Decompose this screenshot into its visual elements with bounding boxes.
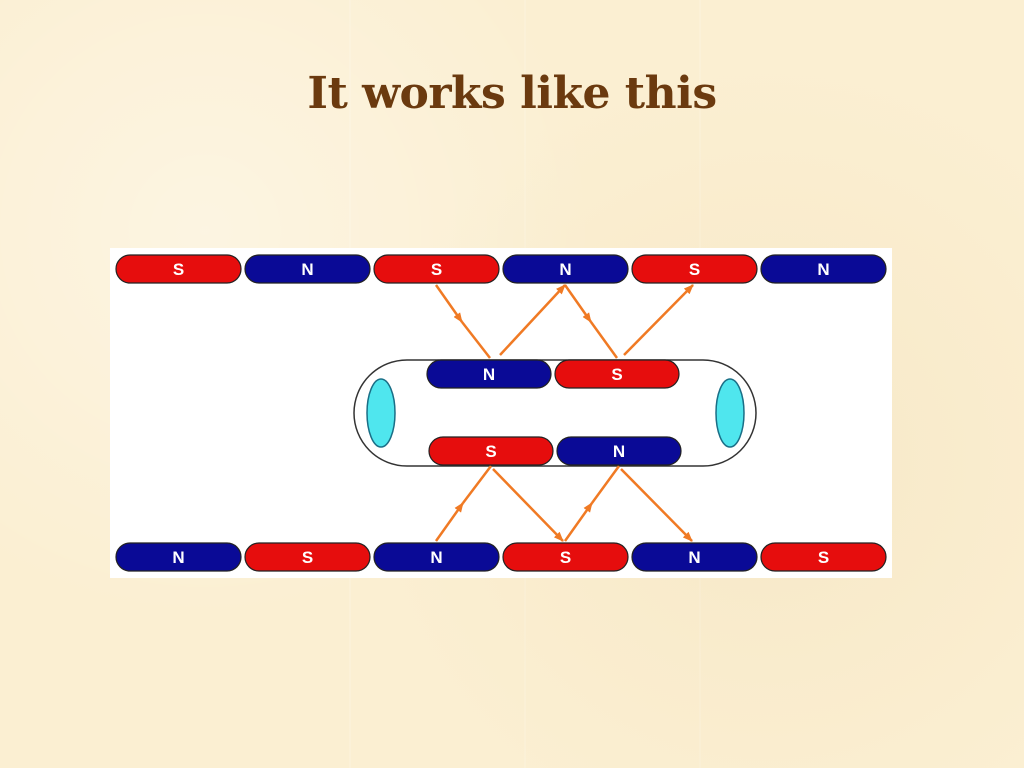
magnet-body: [556, 436, 682, 466]
magnet-pole-label: N: [172, 548, 184, 567]
magnet-pole-label: N: [483, 365, 495, 384]
south-magnet: S: [502, 542, 629, 572]
north-magnet: N: [244, 254, 371, 284]
magnet-body: [115, 254, 242, 284]
magnet-pole-label: S: [485, 442, 496, 461]
north-magnet: N: [115, 542, 242, 572]
magnet-pole-label: N: [559, 260, 571, 279]
magnet-pole-label: S: [560, 548, 571, 567]
magnet-pole-label: N: [817, 260, 829, 279]
south-magnet: S: [373, 254, 500, 284]
magnet-body: [373, 254, 500, 284]
force-arrow: [590, 465, 621, 504]
south-magnet: S: [631, 254, 758, 284]
magnet-body: [631, 254, 758, 284]
north-magnet: N: [760, 254, 887, 284]
magnet-pole-label: S: [818, 548, 829, 567]
force-arrow: [461, 321, 491, 359]
maglev-diagram-svg: S N S N S N N S N S N S N S S N: [115, 254, 887, 572]
south-magnet: S: [554, 359, 680, 389]
magnet-pole-label: S: [611, 365, 622, 384]
top-force-arrows: [434, 284, 694, 359]
magnet-body: [631, 542, 758, 572]
magnet-body: [373, 542, 500, 572]
magnet-pole-label: N: [688, 548, 700, 567]
force-arrow: [620, 468, 693, 542]
magnet-pole-label: S: [302, 548, 313, 567]
south-magnet: S: [115, 254, 242, 284]
south-magnet: S: [244, 542, 371, 572]
vehicle-left-window: [366, 378, 396, 448]
magnet-body: [502, 254, 629, 284]
north-magnet: N: [502, 254, 629, 284]
north-magnet: N: [631, 542, 758, 572]
magnet-body: [428, 436, 554, 466]
south-magnet: S: [760, 542, 887, 572]
force-arrow: [589, 321, 619, 359]
north-magnet: N: [373, 542, 500, 572]
maglev-diagram: S N S N S N N S N S N S N S S N: [110, 248, 892, 578]
bottom-force-arrows: [434, 465, 693, 542]
force-arrow: [434, 284, 464, 323]
magnet-pole-label: S: [431, 260, 442, 279]
magnet-pole-label: S: [689, 260, 700, 279]
magnet-pole-label: N: [301, 260, 313, 279]
magnet-pole-label: N: [430, 548, 442, 567]
force-arrow: [623, 284, 694, 356]
magnet-body: [426, 359, 552, 389]
magnet-body: [760, 542, 887, 572]
force-arrow: [434, 502, 465, 542]
south-magnet: S: [428, 436, 554, 466]
north-magnet: N: [426, 359, 552, 389]
magnet-body: [760, 254, 887, 284]
force-arrow: [492, 468, 564, 542]
magnet-layer: S N S N S N N S N S N S N S S N: [115, 254, 887, 572]
magnet-pole-label: N: [613, 442, 625, 461]
magnet-body: [244, 542, 371, 572]
force-arrow: [563, 502, 594, 542]
magnet-body: [502, 542, 629, 572]
force-arrow: [462, 465, 492, 504]
magnet-body: [554, 359, 680, 389]
north-magnet: N: [556, 436, 682, 466]
vehicle-right-window: [715, 378, 745, 448]
force-arrow: [563, 284, 593, 323]
magnet-pole-label: S: [173, 260, 184, 279]
magnet-body: [115, 542, 242, 572]
magnet-body: [244, 254, 371, 284]
force-arrow: [499, 284, 566, 356]
slide-title: It works like this: [307, 68, 717, 119]
